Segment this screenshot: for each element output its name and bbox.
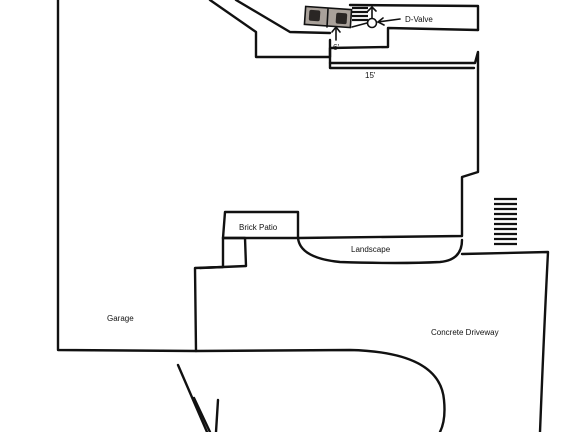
garage-label: Garage <box>107 314 134 323</box>
top-stairs <box>352 6 368 22</box>
brick-patio-label: Brick Patio <box>239 223 278 232</box>
driveway-curve <box>194 348 446 432</box>
pipe-line <box>351 22 368 28</box>
upper-wall-left <box>328 38 476 70</box>
upper-wall-top <box>348 3 480 32</box>
six-ft-label: 6' <box>333 43 339 52</box>
d-valve-arrowhead-up <box>367 5 377 12</box>
landscape-label: Landscape <box>351 245 391 254</box>
upper-structure-outline-2 <box>234 0 332 35</box>
bottom-line-3 <box>214 398 220 432</box>
landscape-bed <box>296 236 464 265</box>
bottom-line-1 <box>176 363 209 432</box>
bottom-line-2 <box>192 396 212 432</box>
driveway-outline <box>460 250 550 432</box>
d-valve-pointer <box>377 18 401 23</box>
d-valve-pointer-head <box>376 17 385 26</box>
fifteen-ft-label: 15' <box>365 71 376 80</box>
concrete-driveway-label: Concrete Driveway <box>431 328 499 337</box>
equipment-unit <box>303 5 353 29</box>
six-ft-arrowhead <box>331 25 341 33</box>
d-valve-label: D-Valve <box>405 15 433 24</box>
side-stairs <box>494 197 517 246</box>
d-valve-symbol <box>366 17 378 29</box>
patio-step <box>198 236 248 270</box>
house-outline <box>56 0 480 353</box>
